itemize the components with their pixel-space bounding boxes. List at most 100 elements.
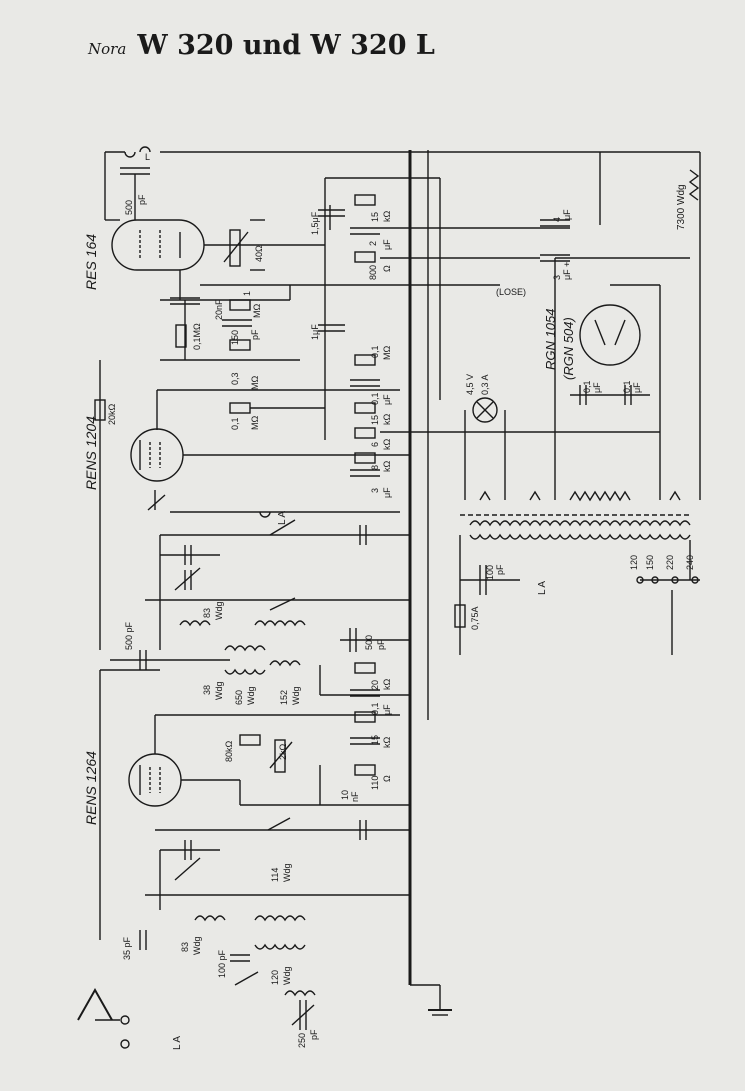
label-c100b: 100 pF xyxy=(217,949,227,978)
label-wdg38-unit: Wdg xyxy=(214,681,224,700)
label-rstack1-unit: μF xyxy=(382,394,392,405)
label-c250: 250 xyxy=(297,1033,307,1048)
label-cvar500-unit: pF xyxy=(376,639,386,650)
label-v120: 120 xyxy=(629,555,639,570)
label-c35: 35 pF xyxy=(122,936,132,960)
label-r800-unit: Ω xyxy=(382,265,392,272)
label-c3b: 3 xyxy=(370,488,380,493)
page-title: Nora W 320 und W 320 L xyxy=(88,30,435,61)
label-wdg83b-unit: Wdg xyxy=(192,936,202,955)
label-lose: (LOSE) xyxy=(496,287,526,297)
label-c3: 3 xyxy=(552,275,562,280)
label-c150: 150 xyxy=(230,330,240,345)
label-r01: 0,1MΩ xyxy=(192,323,202,350)
label-rstack3-unit: kΩ xyxy=(382,439,392,451)
resistor-15kohm-b xyxy=(354,711,376,723)
label-c3-unit: μF + xyxy=(562,262,572,280)
terminal-l-top xyxy=(124,151,136,158)
label-c01c: 0,1 xyxy=(370,702,380,715)
resistor-80kohm xyxy=(239,734,261,746)
label-la-1: L A xyxy=(277,511,288,525)
pot-2kohm xyxy=(274,739,286,773)
tube-label-rens1264: RENS 1264 xyxy=(83,751,99,825)
tube-res164 xyxy=(111,219,205,271)
label-rstack3: 6 xyxy=(370,442,380,447)
label-c3b-unit: μF xyxy=(382,487,392,498)
resistor-20kohm xyxy=(94,399,106,421)
label-wdg152-unit: Wdg xyxy=(291,686,301,705)
coil-152wdg xyxy=(269,660,301,667)
coil-83wdg-a xyxy=(179,620,211,627)
heater-windings xyxy=(479,490,681,502)
label-l-top: L xyxy=(145,152,150,162)
label-cvar500: 500 xyxy=(364,635,374,650)
coil-120wdg xyxy=(254,943,306,950)
tube-label-rens1204: RENS 1204 xyxy=(83,416,99,490)
label-pot40: 40Ω xyxy=(254,245,264,262)
label-cap01b: 0,1 xyxy=(622,380,632,393)
label-r15-unit: kΩ xyxy=(382,211,392,223)
resistor-0-1mohm-top xyxy=(354,354,376,366)
rectifier-alt-label: (RGN 504) xyxy=(561,317,576,380)
label-r20: 20 xyxy=(370,680,380,690)
label-7300wdg: 7300 Wdg xyxy=(676,184,687,230)
label-la-2: L A xyxy=(537,581,548,595)
label-c01c-unit: μF xyxy=(382,704,392,715)
label-rstack4: 8 xyxy=(370,465,380,470)
label-fuse: 0,75A xyxy=(470,606,480,630)
label-r110-unit: Ω xyxy=(382,775,392,782)
label-c500-unit: pF xyxy=(137,194,147,205)
label-pot2k: 2kΩ xyxy=(278,743,288,760)
transformer-primary xyxy=(469,520,691,527)
label-rstack4-unit: kΩ xyxy=(382,461,392,473)
choke-7300wdg xyxy=(688,169,700,201)
rectifier-label: RGN 1054 xyxy=(543,309,558,370)
label-rstack2-unit: kΩ xyxy=(382,414,392,426)
label-c1: 1μF xyxy=(310,324,320,340)
label-v220: 220 xyxy=(665,555,675,570)
label-cap01a-unit: μF xyxy=(592,382,602,393)
label-c150-unit: pF xyxy=(250,329,260,340)
label-wdg120-unit: Wdg xyxy=(282,966,292,985)
label-lamp-v: 4,5 V xyxy=(465,374,475,395)
coil-114wdg xyxy=(254,915,306,922)
label-c100-unit: pF xyxy=(495,564,505,575)
resistor-0-1mohm xyxy=(175,324,187,348)
label-lamp-a: 0,3 A xyxy=(480,374,490,395)
resistor-110ohm xyxy=(354,764,376,776)
label-c500b: 500 pF xyxy=(124,621,134,650)
label-c2-unit: μF xyxy=(382,239,392,250)
pilot-lamp xyxy=(472,397,498,423)
label-r20-unit: kΩ xyxy=(382,679,392,691)
label-cap01a: 0,1 xyxy=(582,380,592,393)
model-name: W 320 und W 320 L xyxy=(137,30,435,61)
coil-83wdg-b xyxy=(194,915,226,922)
resistor-20kohm-b xyxy=(354,662,376,674)
label-c15: 1,5μF xyxy=(310,211,320,235)
tube-rens1204 xyxy=(130,428,184,482)
label-rstack2: 15 xyxy=(370,415,380,425)
label-v150: 150 xyxy=(645,555,655,570)
label-r20k: 20kΩ xyxy=(107,403,117,425)
label-r15b-unit: kΩ xyxy=(382,737,392,749)
label-wdg152: 152 xyxy=(279,690,289,705)
antenna-symbol xyxy=(77,987,113,1021)
coil-38wdg xyxy=(224,645,266,652)
label-c4: 4 xyxy=(552,217,562,222)
label-la-3: L A xyxy=(172,1036,183,1050)
fuse xyxy=(454,604,466,628)
tube-rens1264 xyxy=(128,753,182,807)
label-c250-unit: pF xyxy=(309,1029,319,1040)
label-wdg38: 38 xyxy=(202,685,212,695)
resistor-0-1mohm-mid xyxy=(229,402,251,414)
transformer-secondary xyxy=(469,533,691,540)
label-r15b: 15 xyxy=(370,735,380,745)
label-r800: 800 xyxy=(368,265,378,280)
label-wdg83b: 83 xyxy=(180,942,190,952)
label-r01b: 0,1 xyxy=(230,417,240,430)
label-r1-unit: MΩ xyxy=(252,304,262,318)
label-cap01b-unit: μF xyxy=(632,382,642,393)
label-wdg650-unit: Wdg xyxy=(246,686,256,705)
